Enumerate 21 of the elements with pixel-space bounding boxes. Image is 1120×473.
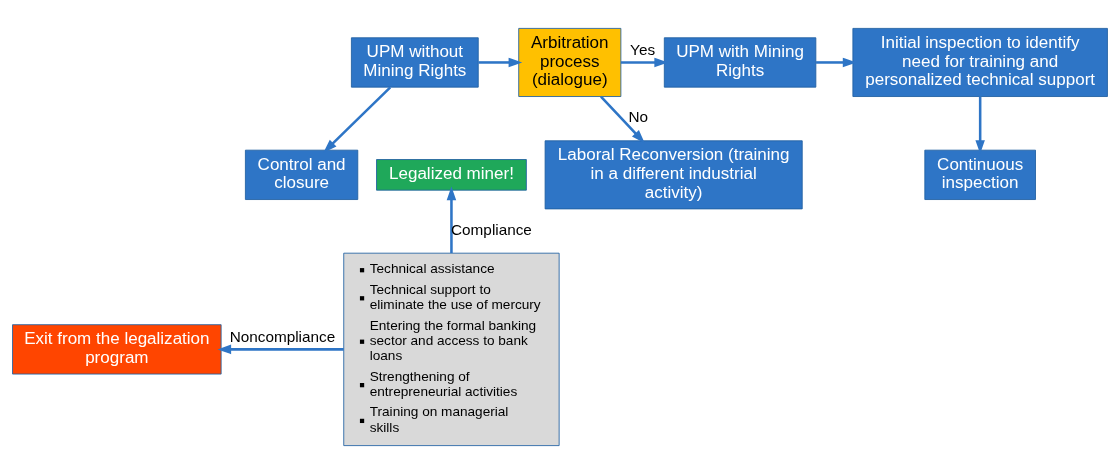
node-box: Exit from the legalization program xyxy=(12,323,222,374)
arrow xyxy=(217,344,344,354)
edge-label: No xyxy=(628,107,649,125)
node-box: UPM with Mining Rights xyxy=(663,36,817,88)
node-box: Laboral Reconversion (training in a different industrial activity) xyxy=(544,139,803,209)
arrow xyxy=(620,57,668,67)
node-box: Initial inspection to identify need for training and personalized technical support xyxy=(852,27,1108,97)
node-box: Continuous inspection xyxy=(924,149,1036,200)
arrow xyxy=(816,57,857,67)
node-box: Legalized miner! xyxy=(376,158,527,191)
edge-label: Noncompliance xyxy=(229,327,336,345)
node-box: Arbitration process (dialogue) xyxy=(518,27,622,97)
arrow xyxy=(600,95,645,143)
node-box: Technical assistance Technical support to eliminate the use of mercury Entering the formal banking sector and access to bank loans Strengthening of entrepreneurial activities Training on managerial skills xyxy=(343,252,560,446)
node-box: UPM without Mining Rights xyxy=(351,36,479,88)
edge-label: Yes xyxy=(630,40,656,58)
arrow xyxy=(446,186,457,253)
arrow xyxy=(478,57,523,67)
arrow xyxy=(323,85,392,153)
node-box: Control and closure xyxy=(245,149,359,200)
arrow xyxy=(975,96,985,154)
